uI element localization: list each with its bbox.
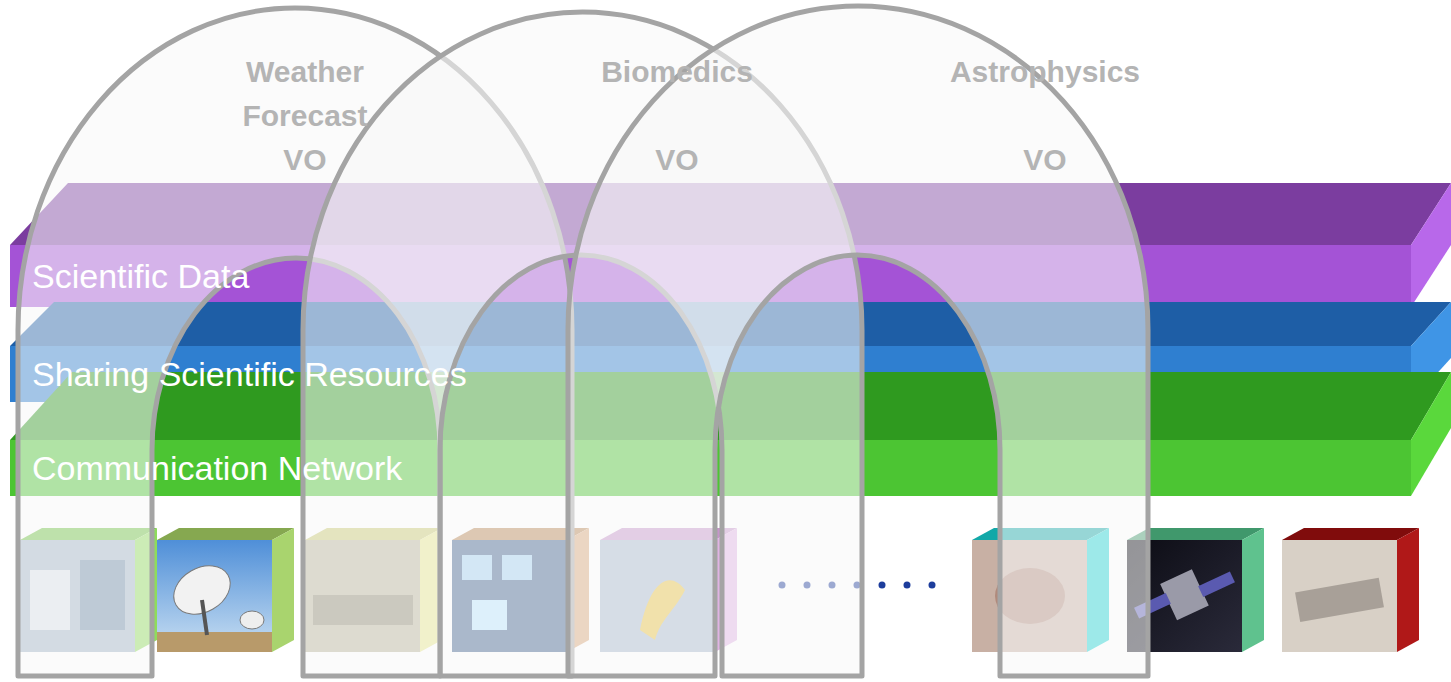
band-side <box>1411 372 1451 496</box>
dot <box>879 582 886 589</box>
dish-symbol <box>240 611 264 629</box>
layer-band: Scientific Data <box>10 183 1451 307</box>
solar-panel <box>1198 571 1235 597</box>
band-front <box>10 245 1411 307</box>
layer-band: Sharing Scientific Resources <box>10 302 1451 402</box>
vo-arch: Biomedics VO <box>295 0 870 682</box>
band-front <box>10 440 1411 496</box>
vo-label: Astrophysics VO <box>938 28 1153 204</box>
vo-label: Biomedics VO <box>582 28 772 204</box>
arch-outline <box>560 0 1155 682</box>
photo-detail <box>157 632 272 652</box>
arch-shape <box>568 6 1148 676</box>
resource-cube <box>1282 528 1419 652</box>
band-top <box>10 372 1451 440</box>
cube-side <box>1397 528 1419 652</box>
band-side <box>1411 183 1451 307</box>
arch-outline <box>295 0 870 682</box>
cube-photo <box>157 540 272 652</box>
dot <box>929 582 936 589</box>
cube-side <box>272 528 294 652</box>
layer-label: Communication Network <box>32 440 1403 496</box>
cube-side <box>1242 528 1264 652</box>
layer-label: Scientific Data <box>32 245 1403 307</box>
resource-cube <box>157 528 294 652</box>
band-top <box>10 183 1451 245</box>
vo-arch: Astrophysics VO <box>560 0 1155 682</box>
cube-top <box>157 528 294 540</box>
satellite-symbol <box>1160 569 1209 620</box>
band-top <box>10 302 1451 346</box>
vo-label: Weather Forecast VO <box>225 50 385 182</box>
cube-top <box>1282 528 1419 540</box>
layer-label: Sharing Scientific Resources <box>32 346 1403 402</box>
dish-mount <box>202 600 207 635</box>
dot <box>904 582 911 589</box>
photo-detail <box>1295 578 1384 622</box>
vo-arch: Weather Forecast VO <box>10 0 590 682</box>
cube-photo <box>1282 540 1397 652</box>
